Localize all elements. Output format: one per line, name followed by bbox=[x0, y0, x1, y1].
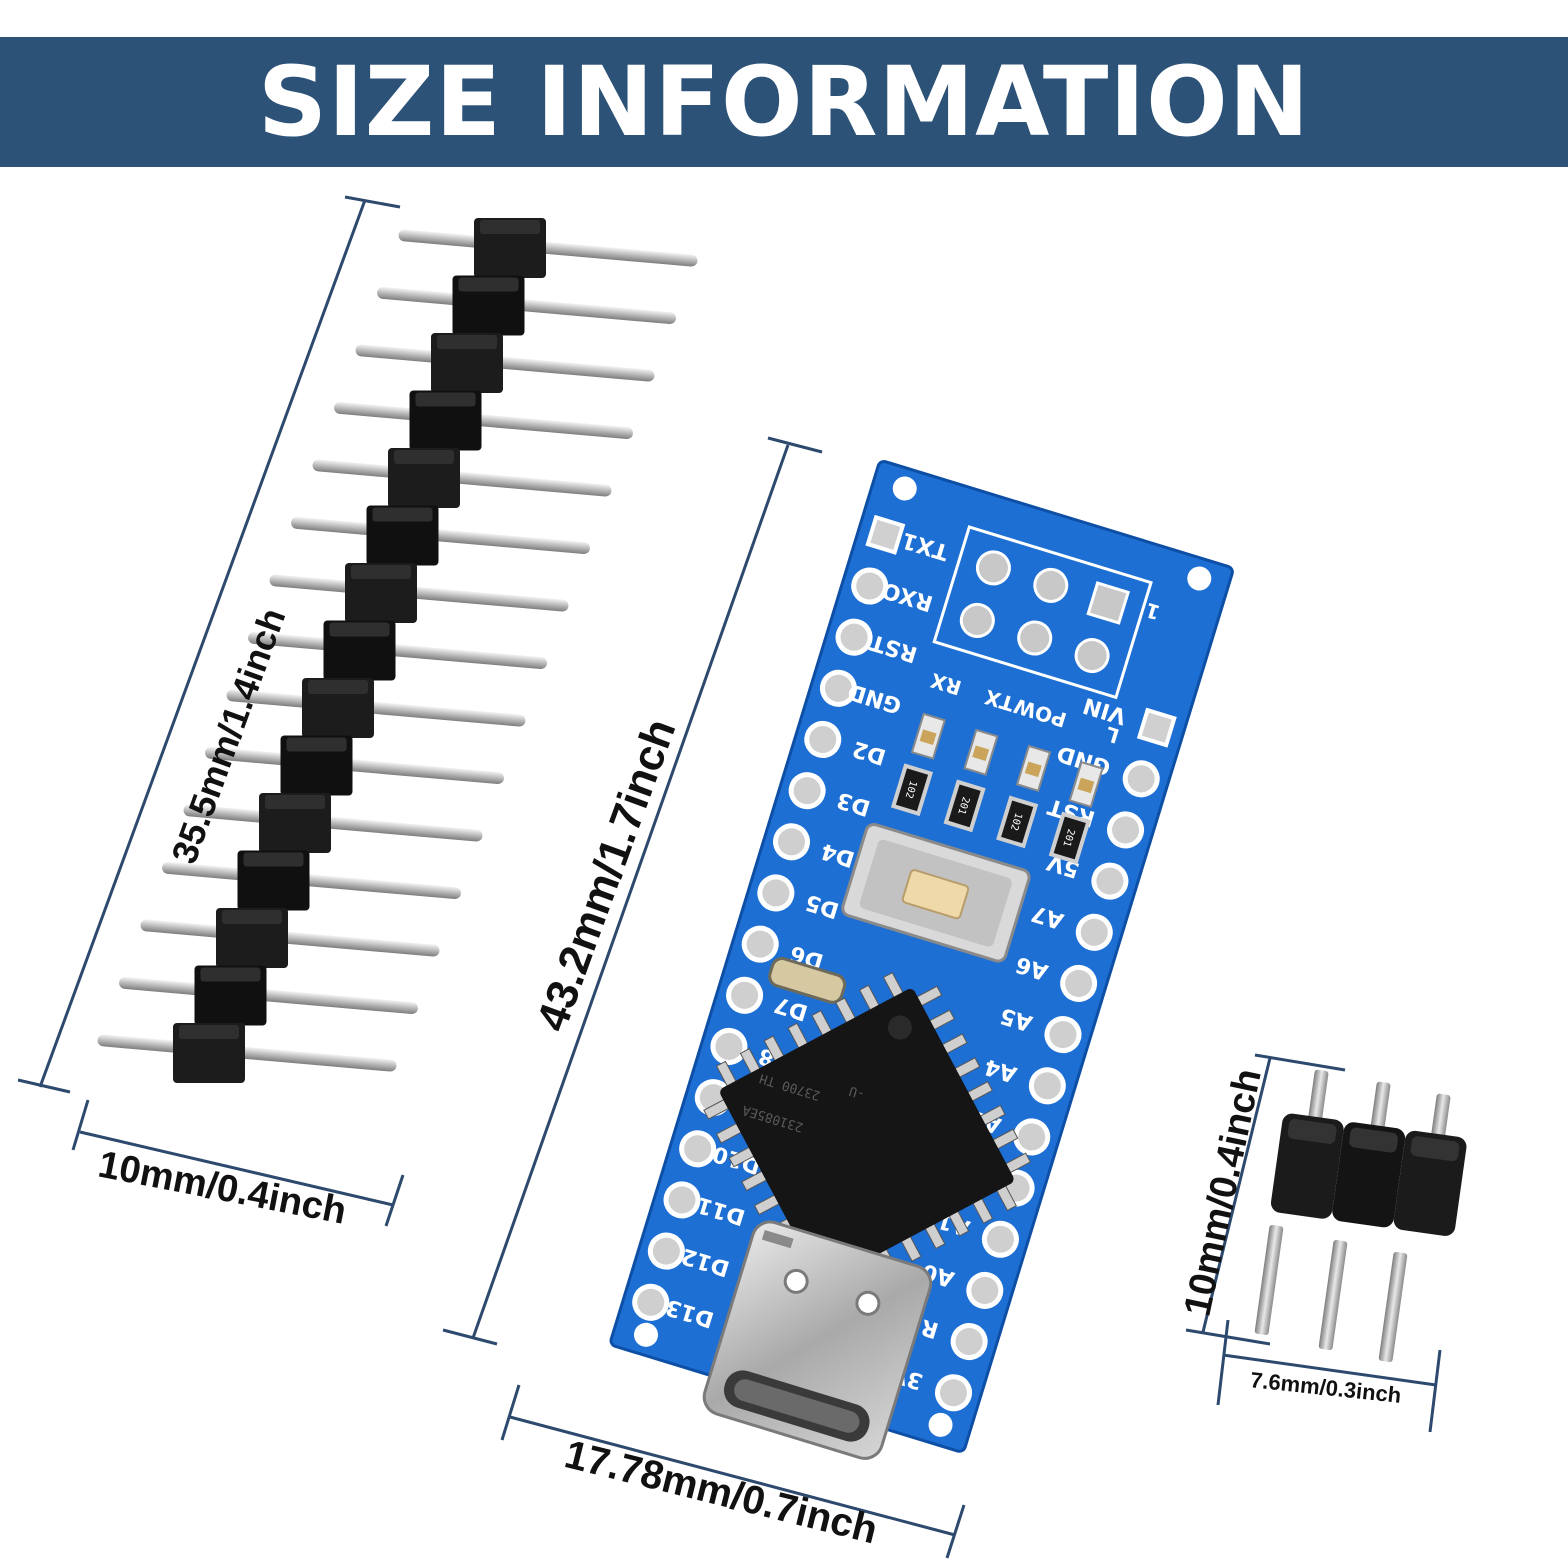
pad-3v3 bbox=[935, 1374, 973, 1412]
usb-c-connector bbox=[702, 1220, 933, 1460]
resistor-code: 102 bbox=[1008, 811, 1024, 831]
pad-a6 bbox=[1060, 964, 1098, 1002]
header-width-dimension: 10mm/0.4inch bbox=[71, 1099, 405, 1233]
pad-d12 bbox=[647, 1232, 685, 1270]
resistor: 201 bbox=[1048, 811, 1091, 865]
mounting-hole bbox=[928, 1412, 953, 1437]
header-pin bbox=[162, 850, 461, 911]
pad-rxo bbox=[851, 567, 889, 605]
long-pin-header bbox=[97, 218, 698, 1083]
resistor: 201 bbox=[943, 779, 986, 833]
small-header-width-label: 7.6mm/0.3inch bbox=[1249, 1367, 1402, 1408]
resistor: 102 bbox=[890, 763, 934, 817]
chip-marking-1: -U bbox=[848, 1083, 867, 1102]
pad-rst bbox=[1107, 811, 1145, 849]
pad-vin bbox=[1136, 707, 1177, 748]
pad-d6 bbox=[741, 925, 779, 963]
pad-ref bbox=[950, 1323, 988, 1361]
pad-a0 bbox=[966, 1271, 1004, 1309]
header-width-label: 10mm/0.4inch bbox=[95, 1144, 350, 1233]
pad-rst bbox=[835, 618, 873, 656]
header-pin bbox=[398, 218, 698, 278]
icsp-pin1-marker: 1 bbox=[1143, 598, 1163, 625]
pad-d10 bbox=[679, 1130, 717, 1168]
pad-gnd bbox=[819, 669, 857, 707]
reset-button bbox=[841, 822, 1031, 963]
pad-d13 bbox=[632, 1283, 670, 1321]
header-pin bbox=[377, 275, 676, 336]
pad-a1 bbox=[981, 1220, 1019, 1258]
header-pin bbox=[334, 390, 633, 451]
header-pin bbox=[226, 678, 526, 738]
pad-d3 bbox=[788, 772, 826, 810]
resistor: 102 bbox=[996, 795, 1039, 849]
header-pin bbox=[312, 448, 612, 508]
short-pin-header bbox=[1254, 1069, 1467, 1363]
header-pin bbox=[291, 505, 590, 566]
mounting-hole bbox=[634, 1322, 659, 1347]
header-pin bbox=[183, 793, 483, 853]
header-pin bbox=[119, 965, 418, 1026]
board-length-label: 43.2mm/1.7inch bbox=[527, 713, 685, 1038]
header-pin bbox=[269, 563, 569, 623]
resistor-code: 201 bbox=[955, 795, 971, 815]
pad-a7 bbox=[1075, 913, 1113, 951]
nano-board: TX1RXORSTGNDD2D3D4D5D6D7D8D9D10D11D12D13… bbox=[609, 459, 1234, 1460]
resistor-code: 102 bbox=[903, 779, 919, 799]
header-pin bbox=[140, 908, 440, 968]
pad-a5 bbox=[1044, 1016, 1082, 1054]
pad-d4 bbox=[773, 823, 811, 861]
header-pin bbox=[205, 735, 504, 796]
banner-title: SIZE INFORMATION bbox=[257, 46, 1311, 158]
header-pin bbox=[355, 333, 655, 393]
header-pin bbox=[248, 620, 547, 681]
pad-tx1 bbox=[865, 514, 906, 555]
pad-a3 bbox=[1013, 1118, 1051, 1156]
mounting-hole bbox=[892, 476, 917, 501]
pad-d5 bbox=[757, 874, 795, 912]
size-information-banner: SIZE INFORMATION bbox=[0, 37, 1568, 167]
mounting-hole bbox=[1187, 566, 1212, 591]
pad-a4 bbox=[1028, 1067, 1066, 1105]
icsp-header: 1 bbox=[932, 525, 1163, 700]
small-header-height-label: 10mm/0.4inch bbox=[1177, 1065, 1270, 1320]
pad-5v bbox=[1091, 862, 1129, 900]
pad-d7 bbox=[726, 976, 764, 1014]
pad-d11 bbox=[663, 1181, 701, 1219]
pad-gnd bbox=[1122, 760, 1160, 798]
crystal-oscillator bbox=[768, 957, 847, 1004]
resistor-code: 201 bbox=[1060, 827, 1076, 847]
header-pin bbox=[97, 1023, 397, 1083]
pad-d2 bbox=[804, 720, 842, 758]
